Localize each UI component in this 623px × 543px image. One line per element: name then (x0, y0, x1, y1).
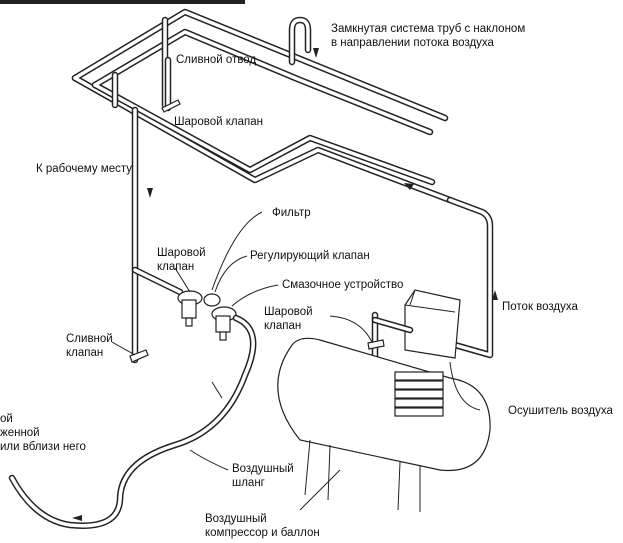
compressor-head-icon (394, 371, 444, 417)
loop-inlet-riser (288, 16, 312, 66)
right-supply-riser (446, 196, 494, 359)
drain-valve-icon (129, 349, 149, 363)
ball-valve-mid-label: Шаровой клапан (157, 247, 206, 273)
loop-label: Замкнутая система труб с наклоном в напр… (331, 23, 526, 49)
ball-valve-top-label: Шаровой клапан (174, 116, 263, 128)
air-hose (8, 314, 257, 529)
filter-label: Фильтр (272, 207, 311, 219)
workplace-drop-pipe (129, 106, 149, 364)
lubricator-label: Смазочное устройство (282, 279, 404, 291)
air-dryer (404, 289, 461, 359)
to-workplace-label: К рабочему месту (36, 163, 132, 175)
airflow-label: Поток воздуха (502, 301, 578, 313)
drain-valve-label: Сливной клапан (66, 333, 113, 359)
regulator-label: Регулирующий клапан (250, 250, 370, 262)
compressor-label: Воздушный компрессор и баллон (205, 513, 320, 539)
ball-valve-right-label: Шаровой клапан (264, 306, 313, 332)
dryer-label: Осушитель воздуха (508, 405, 613, 417)
drain-branch-label: Сливной отвод (176, 54, 257, 66)
flow-arrows (72, 48, 498, 521)
frl-branch (131, 266, 184, 296)
frl-unit (177, 290, 237, 341)
header-remnant (0, 0, 245, 4)
leader-lines (111, 211, 481, 511)
ball-valve-right-icon (367, 339, 385, 350)
closed-pipe-loop (71, 8, 454, 204)
ball-valve-top-icon (161, 99, 181, 113)
cutoff-text-label: ой женной или вблизи него (0, 413, 86, 453)
drain-branch (161, 56, 181, 113)
regulator-icon (203, 293, 221, 307)
compressor-tank (277, 337, 491, 512)
hose-label: Воздушный шланг (232, 463, 294, 489)
